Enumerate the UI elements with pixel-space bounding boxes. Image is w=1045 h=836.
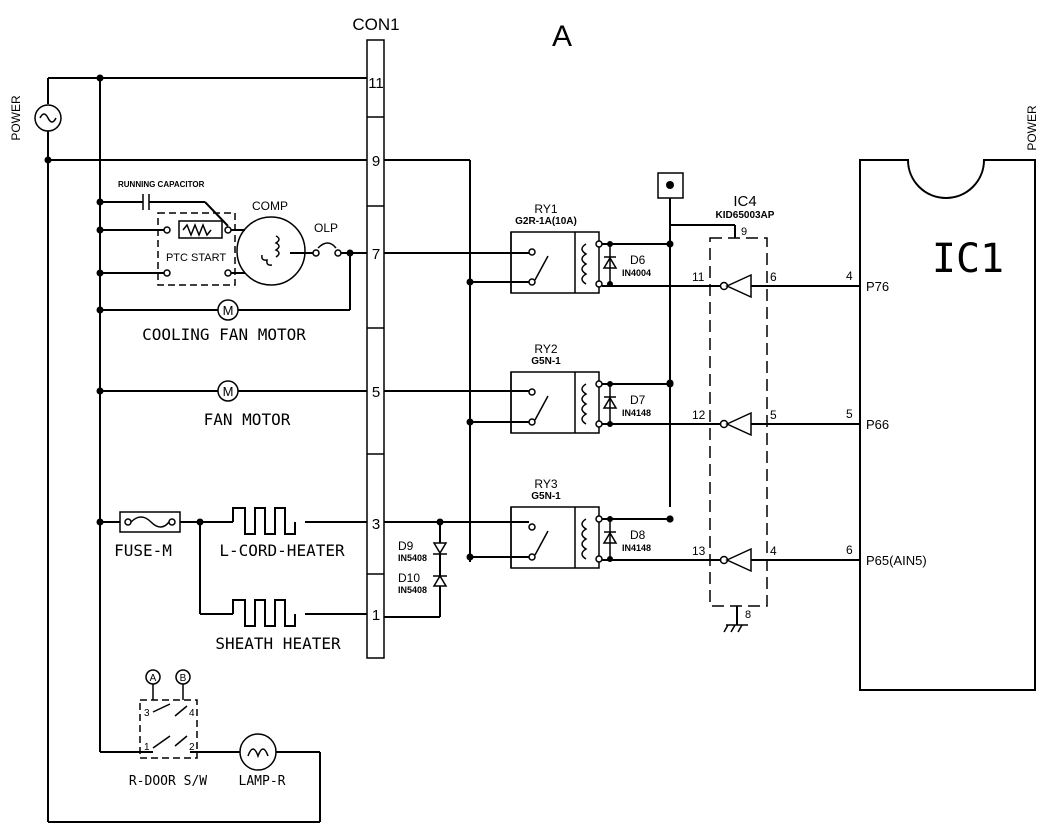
con1-pin-9: 9	[372, 153, 380, 170]
l-cord-heater-label: L-CORD-HEATER	[219, 541, 345, 560]
flyback-diode	[602, 531, 618, 544]
sw-pin-3: 3	[144, 708, 150, 719]
fan-motor: M FAN MOTOR	[96, 380, 367, 429]
diagram-title: A	[552, 20, 572, 53]
door-switch-lamp: A B 3 4 1 2 R-DOOR S/W LAMP-R	[48, 669, 321, 823]
flyback-diode	[602, 256, 618, 269]
running-capacitor-label: RUNNING CAPACITOR	[118, 180, 205, 189]
sw-pin-1: 1	[144, 742, 150, 753]
diode-name: D7	[630, 393, 646, 407]
cooling-fan-m-symbol: M	[223, 303, 234, 318]
fuse-label: FUSE-M	[114, 541, 172, 560]
con1-pin-5: 5	[372, 384, 380, 401]
ic1-pin-number: 5	[846, 407, 853, 421]
ic4-output-pin: 4	[770, 544, 777, 558]
ic4-input-pin: 13	[692, 544, 706, 558]
ic4-driver: IC4 KID65003AP 9 8	[709, 193, 775, 633]
heater-circuit: FUSE-M L-CORD-HEATER SHEATH HEATER	[96, 507, 367, 653]
diode-part: IN4004	[622, 268, 651, 278]
inverter-gate	[725, 273, 752, 299]
inverter-gate	[725, 411, 752, 437]
d10-part: IN5408	[398, 585, 427, 595]
diode-part: IN4148	[622, 408, 651, 418]
relay-part: G5N-1	[531, 356, 561, 367]
ic4-name: IC4	[733, 193, 756, 210]
lamp-label: LAMP-R	[239, 774, 286, 789]
r-door-label: R-DOOR S/W	[129, 774, 207, 789]
relay-name: RY3	[534, 477, 557, 491]
compressor-circuit: RUNNING CAPACITOR PTC START COMP OLP	[96, 180, 367, 286]
ic4-output-pin: 6	[770, 270, 777, 284]
vcc-junction	[666, 515, 674, 523]
relay-coil	[581, 383, 588, 425]
con1-label: CON1	[352, 15, 399, 34]
d9-name: D9	[398, 539, 414, 553]
relay-name: RY2	[534, 342, 557, 356]
power-left-label: POWER	[9, 95, 23, 141]
ic1-pin-number: 4	[846, 269, 853, 283]
inverter-gate	[725, 547, 752, 573]
d9-d10-diodes: D9 IN5408 D10 IN5408	[384, 518, 508, 618]
ic4-part: KID65003AP	[716, 210, 775, 221]
ic1-microcontroller: IC1 POWER	[859, 105, 1039, 691]
con1-pin-7: 7	[372, 246, 380, 263]
cooling-fan-motor: M COOLING FAN MOTOR	[96, 253, 351, 344]
ic1-port-label: P66	[866, 417, 889, 432]
ic1-port-label: P65(AIN5)	[866, 553, 927, 568]
d9-part: IN5408	[398, 553, 427, 563]
comp-label: COMP	[252, 199, 288, 213]
diode-part: IN4148	[622, 543, 651, 553]
con1-pin-3: 3	[372, 516, 380, 533]
d10-name: D10	[398, 571, 420, 585]
con1-pin-11: 11	[368, 75, 384, 92]
ic4-input-pin: 11	[692, 270, 705, 284]
power-right-label: POWER	[1025, 105, 1039, 151]
relay-name: RY1	[534, 202, 557, 216]
ac-power-source: POWER	[9, 77, 367, 822]
ic1-pin-number: 6	[846, 543, 853, 557]
ptc-start-label: PTC START	[166, 252, 226, 264]
relay-coil	[581, 243, 588, 285]
sw-pin-4: 4	[189, 708, 195, 719]
ic4-input-pin: 12	[692, 408, 706, 422]
olp-label: OLP	[314, 221, 338, 235]
fan-motor-label: FAN MOTOR	[204, 410, 291, 429]
diode-name: D6	[630, 253, 646, 267]
switch-a-label: A	[150, 673, 157, 684]
ic1-name: IC1	[932, 236, 1004, 282]
ic4-output-pin: 5	[770, 408, 777, 422]
switch-b-label: B	[180, 673, 187, 684]
ic1-port-label: P76	[866, 279, 889, 294]
sw-pin-2: 2	[189, 742, 195, 753]
con1-connector: CON1 11 9 7 5 3 1	[352, 15, 400, 659]
ic4-gnd-pin: 8	[745, 609, 751, 621]
con1-pin-1: 1	[372, 607, 380, 624]
relay-part: G5N-1	[531, 491, 561, 502]
diode-name: D8	[630, 528, 646, 542]
ic4-vcc-pin: 9	[741, 226, 747, 238]
relay-part: G2R-1A(10A)	[515, 216, 577, 227]
cooling-fan-motor-label: COOLING FAN MOTOR	[142, 325, 306, 344]
fan-m-symbol: M	[223, 384, 234, 399]
relay-coil	[581, 518, 588, 560]
flyback-diode	[602, 396, 618, 409]
sheath-heater-label: SHEATH HEATER	[215, 634, 341, 653]
